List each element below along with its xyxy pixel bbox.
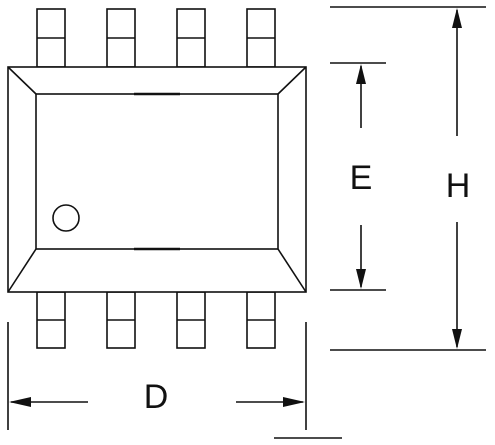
dimension-d bbox=[7, 322, 342, 439]
lead-top-4 bbox=[246, 8, 276, 68]
arrow-left-icon bbox=[9, 397, 31, 407]
lead-bottom-4 bbox=[246, 291, 276, 349]
lead-bottom-2 bbox=[106, 291, 136, 349]
top-leads bbox=[36, 8, 276, 68]
arrow-up-icon bbox=[452, 8, 462, 28]
lead-top-3 bbox=[176, 8, 206, 68]
dimension-label-d: D bbox=[144, 378, 169, 416]
dimension-h bbox=[330, 6, 486, 351]
lead-bottom-1 bbox=[36, 291, 66, 349]
dimension-label-e: E bbox=[350, 159, 373, 197]
bottom-leads bbox=[36, 291, 276, 349]
arrow-up-icon bbox=[356, 64, 366, 84]
lead-top-1 bbox=[36, 8, 66, 68]
package-body bbox=[7, 66, 307, 293]
lead-top-2 bbox=[106, 8, 136, 68]
arrow-down-icon bbox=[452, 329, 462, 349]
pin1-marker-icon bbox=[52, 204, 80, 232]
dimension-label-h: H bbox=[446, 167, 471, 205]
lead-bottom-3 bbox=[176, 291, 206, 349]
arrow-down-icon bbox=[356, 269, 366, 289]
arrow-right-icon bbox=[283, 397, 305, 407]
